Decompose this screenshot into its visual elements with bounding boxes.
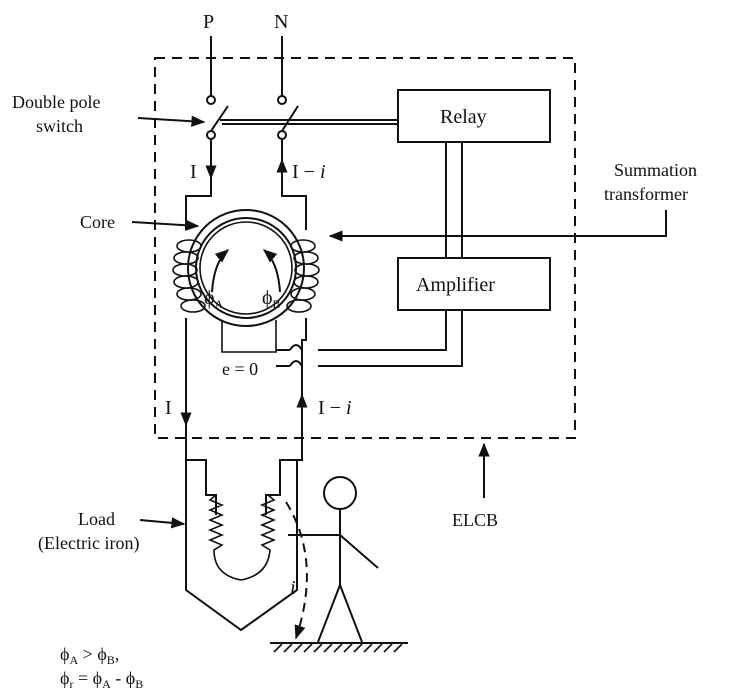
current-label-i-minus-i-top: I − i [292,161,326,183]
phase-wire-top [185,139,212,230]
secondary-winding [221,320,277,353]
double-pole-switch-label-2: switch [36,116,83,136]
winding-b [286,239,320,313]
current-label-i-minus-i-bottom: I − i [318,397,352,419]
crossover-2 [289,360,303,367]
heating-element [207,494,277,581]
double-pole-switch-label: Double pole [12,92,100,112]
sense-wire-1 [276,310,447,351]
neutral-wire-top [281,139,307,230]
elcb-enclosure [154,57,576,439]
core-label: Core [80,212,115,232]
amplifier-label: Amplifier [416,274,495,296]
amplifier-box [397,257,551,311]
current-label-i-top: I [190,161,197,183]
load-label-2: (Electric iron) [38,533,139,554]
double-pole-switch [206,95,398,140]
elcb-label: ELCB [452,510,498,530]
flux-inequality: ϕA > ϕB, [60,644,119,667]
ground-symbol [270,642,408,653]
emf-label: e = 0 [222,359,258,379]
flux-arrow-b [262,249,281,293]
load-wire-phase [185,440,217,515]
person-figure [288,476,379,643]
leakage-current-label: i [290,577,296,599]
summation-transformer-label: Summation [614,160,697,180]
terminal-n-label: N [274,11,288,33]
core-leader-arrow [131,219,200,231]
relay-label: Relay [440,106,487,128]
load-wire-neutral [265,440,303,515]
electric-iron-body [185,460,298,632]
switch-leader-arrow [137,115,206,127]
flux-label-b: ϕB [262,287,281,311]
flux-arrow-a [211,249,230,293]
neutral-wire-bottom [301,318,307,440]
sense-wire-2 [276,310,463,367]
crossover-1 [289,344,303,351]
load-leader-arrow [139,517,186,529]
leakage-current-path [285,501,308,640]
winding-a [172,239,206,313]
flux-label-a: ϕA [204,287,224,311]
terminal-p-label: P [203,11,214,33]
summation-transformer-label-2: transformer [604,184,688,204]
current-label-i-bottom: I [165,397,172,419]
load-label: Load [78,509,115,529]
flux-resultant: ϕr = ϕA - ϕB [60,668,143,691]
summation-leader-arrow [328,210,667,242]
relay-box [397,89,551,143]
